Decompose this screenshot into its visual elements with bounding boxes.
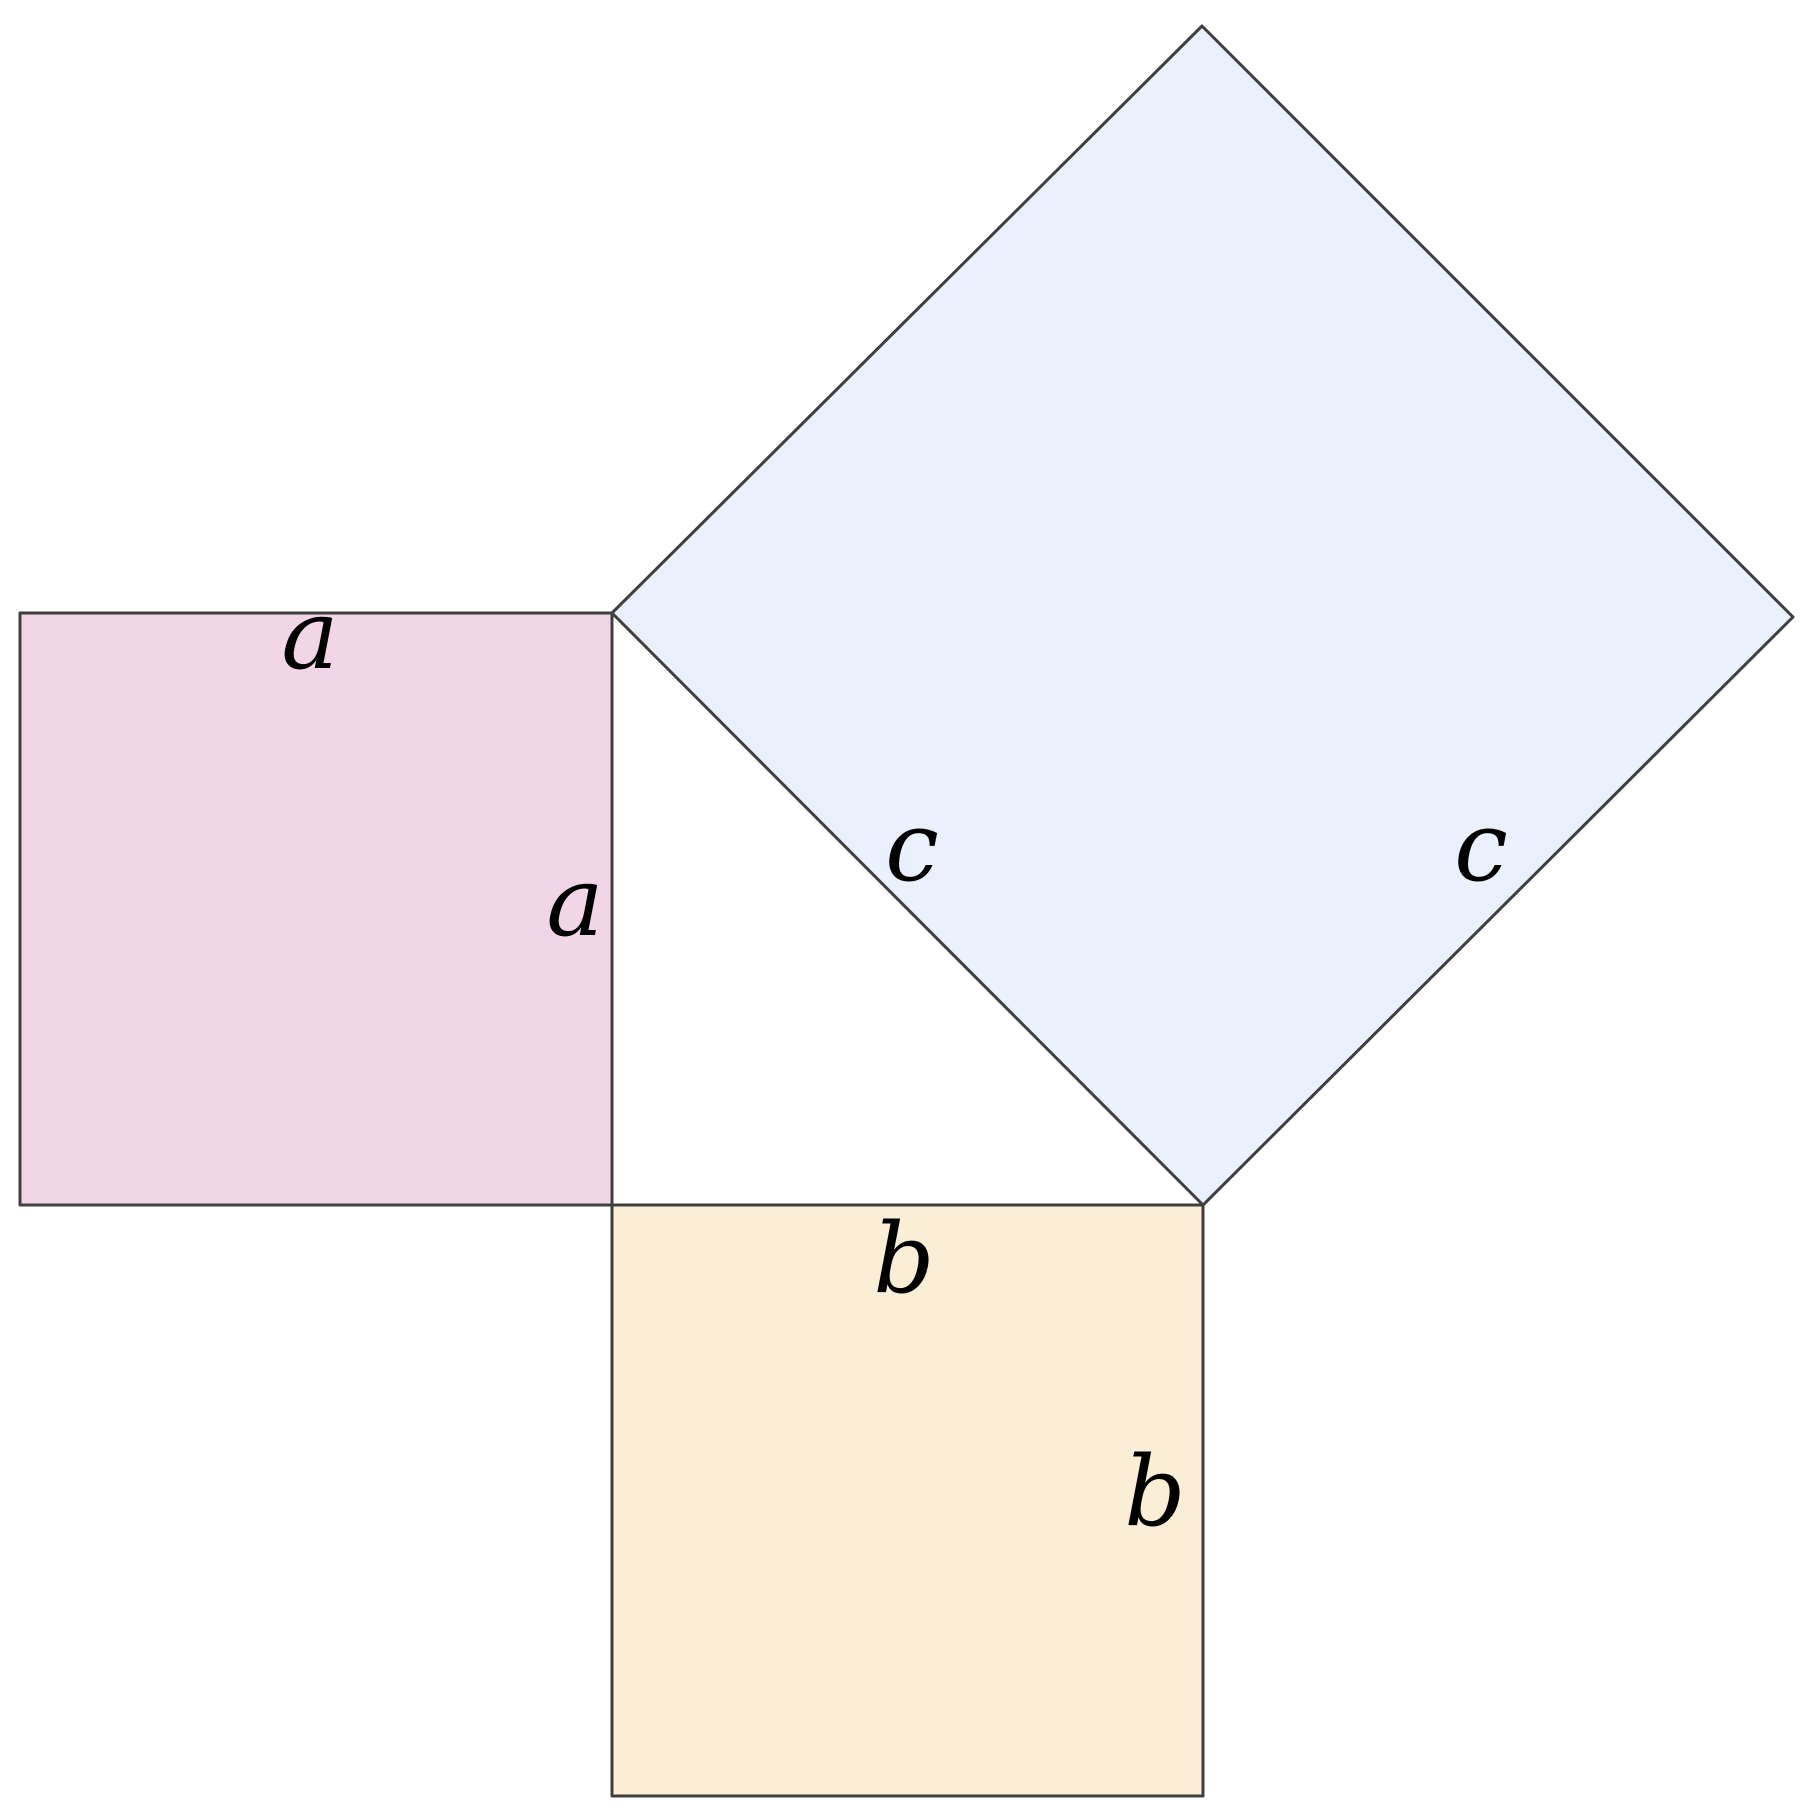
label-c-right: c bbox=[1454, 791, 1508, 903]
label-a-side: a bbox=[546, 846, 603, 958]
square-a bbox=[18, 611, 614, 1207]
label-a-top: a bbox=[281, 579, 338, 691]
label-c-left: c bbox=[885, 791, 939, 903]
label-b-top: b bbox=[873, 1203, 934, 1315]
label-b-side: b bbox=[1124, 1436, 1185, 1548]
square-c-hypotenuse bbox=[610, 24, 1795, 1207]
square-b bbox=[610, 1203, 1205, 1798]
